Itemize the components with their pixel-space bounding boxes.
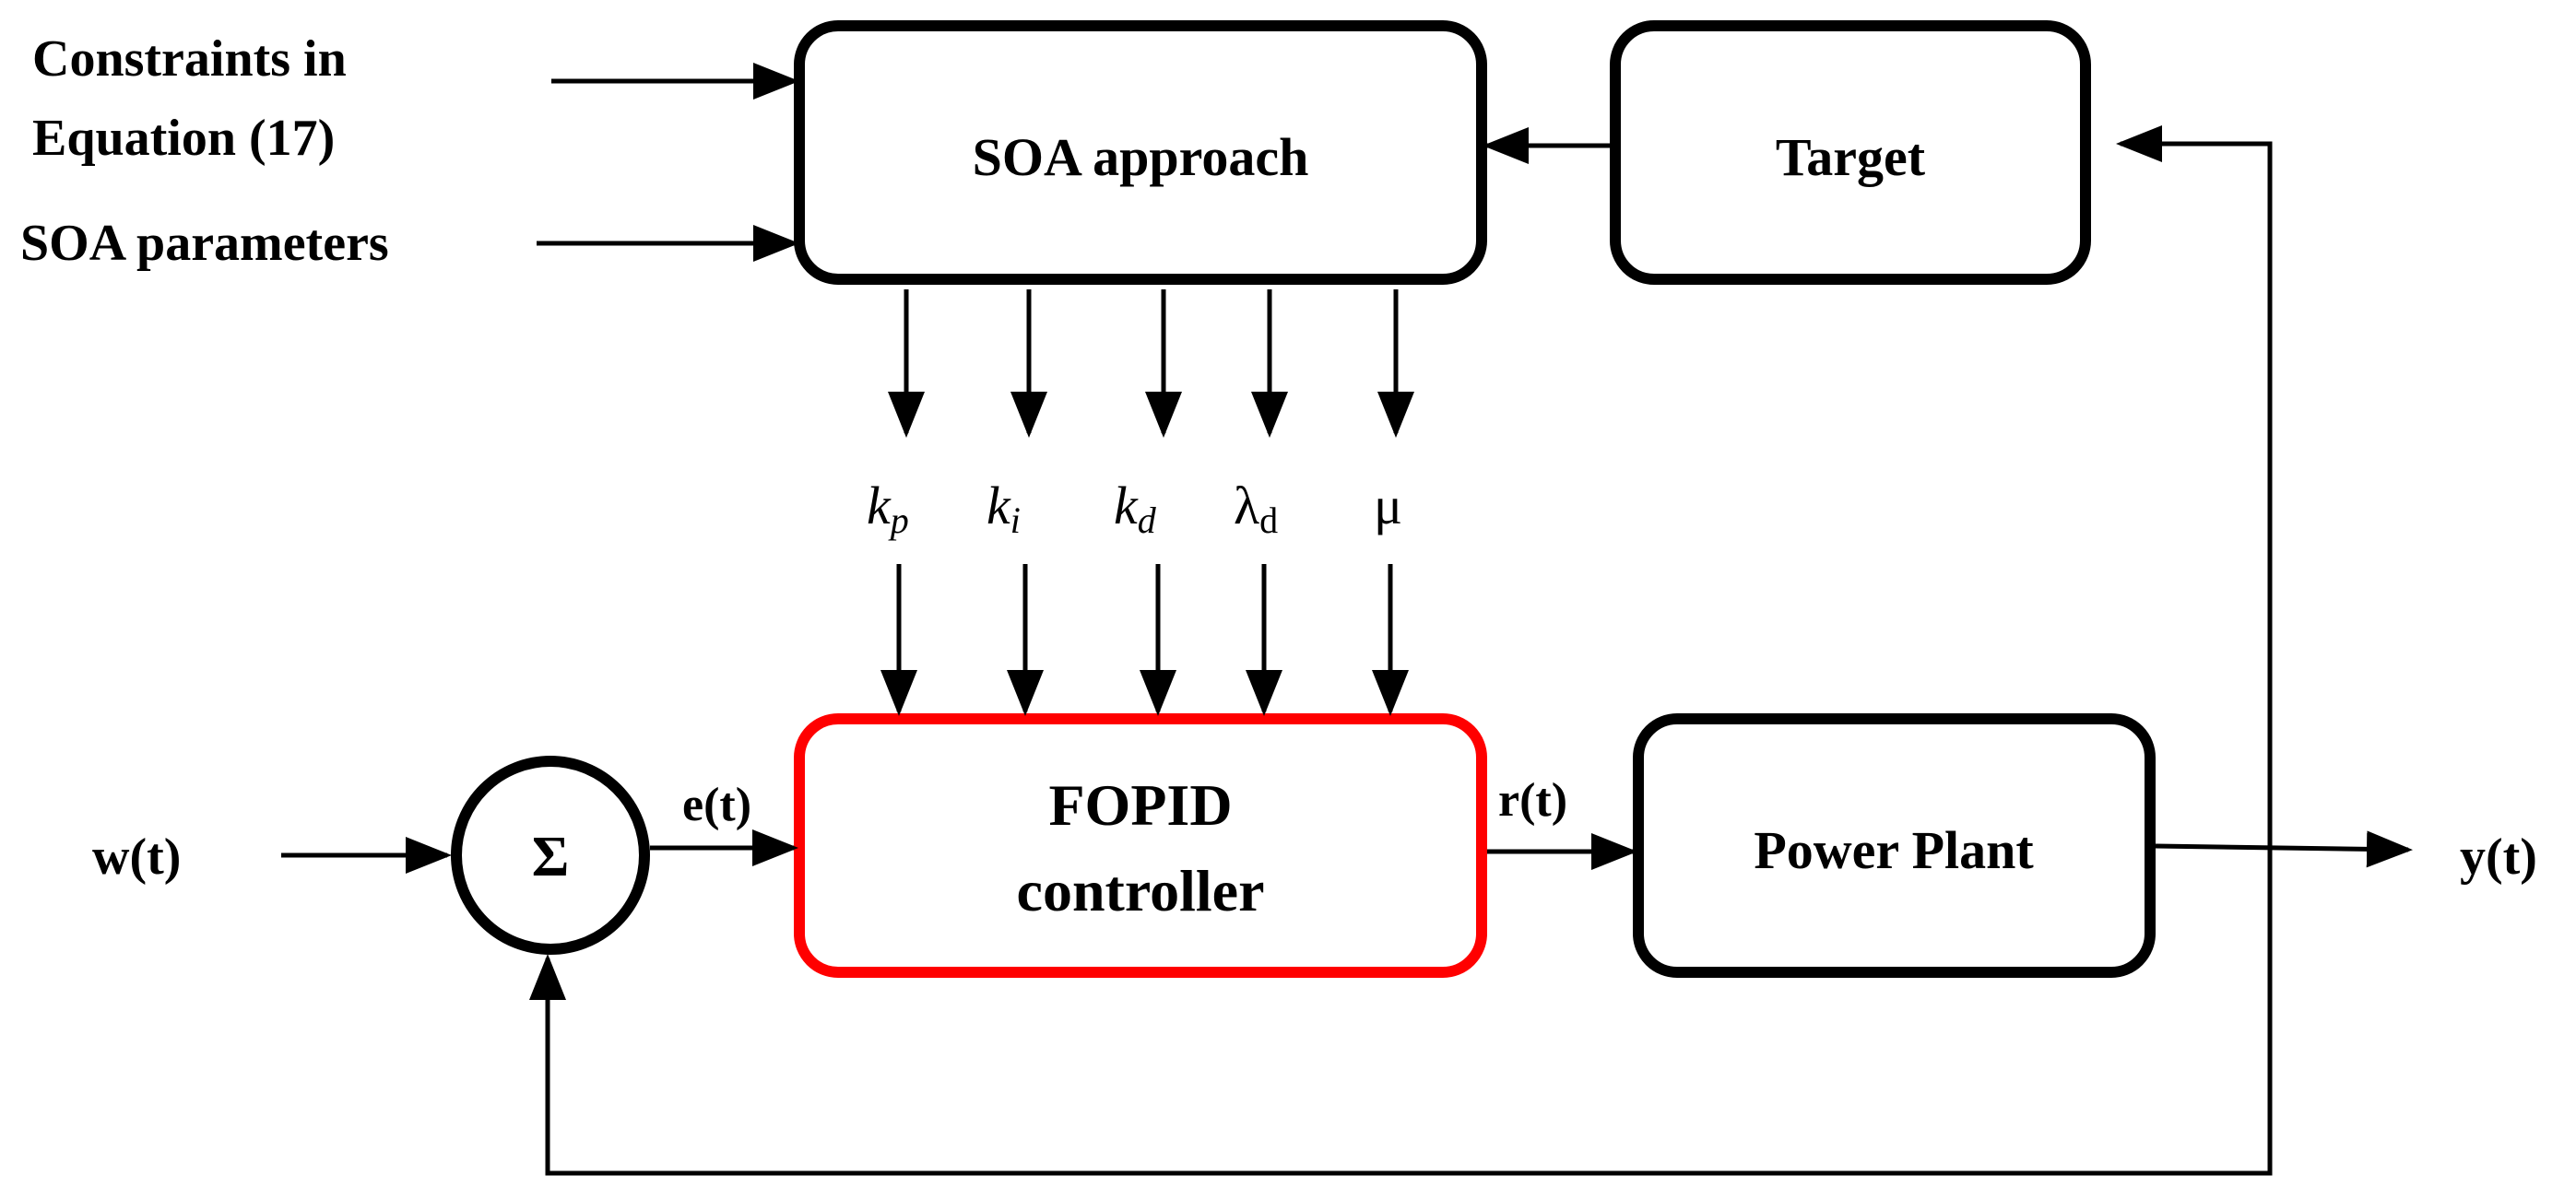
soa-output-arrows	[888, 289, 1414, 438]
plant-output-arrow	[2155, 830, 2413, 868]
param-lambda-label: λd	[1234, 476, 1278, 541]
y-signal-label: y(t)	[2460, 829, 2537, 886]
param-lambda-base: λ	[1234, 476, 1259, 535]
param-kd-label: kd	[1114, 476, 1157, 541]
param-kp-label: kp	[867, 476, 909, 541]
summing-symbol: Σ	[532, 826, 570, 888]
param-kp-base: k	[867, 476, 892, 535]
soa-parameters-label: SOA parameters	[20, 215, 389, 272]
fopid-input-arrows	[880, 564, 1409, 716]
e-signal-label: e(t)	[682, 779, 751, 831]
constraints-label-line2: Equation (17)	[32, 110, 335, 167]
power-plant-block	[1633, 713, 2156, 978]
fopid-label-line1: FOPID	[1048, 772, 1232, 838]
target-label: Target	[1776, 127, 1926, 187]
summing-junction	[451, 756, 650, 955]
r-signal-label: r(t)	[1498, 774, 1567, 827]
param-ki-label: ki	[987, 476, 1021, 541]
param-ki-sub: i	[1010, 500, 1021, 541]
param-kd-base: k	[1114, 476, 1139, 535]
soa-approach-label: SOA approach	[973, 127, 1309, 187]
param-mu-label: μ	[1374, 476, 1402, 535]
power-plant-label: Power Plant	[1754, 820, 2034, 880]
w-signal-label: w(t)	[92, 829, 181, 886]
fopid-label-line2: controller	[1017, 858, 1265, 923]
param-kp-sub: p	[888, 500, 909, 541]
param-ki-base: k	[987, 476, 1011, 535]
param-kd-sub: d	[1138, 500, 1157, 541]
constraints-label-line1: Constraints in	[32, 30, 347, 88]
feedback-to-sum-line	[529, 848, 2273, 1176]
fopid-controller-block	[794, 713, 1487, 978]
target-block	[1610, 20, 2091, 285]
param-mu-base: μ	[1374, 476, 1402, 535]
soa-approach-block	[794, 20, 1487, 285]
param-lambda-sub: d	[1259, 500, 1278, 541]
feedback-to-target-line	[2116, 125, 2273, 848]
